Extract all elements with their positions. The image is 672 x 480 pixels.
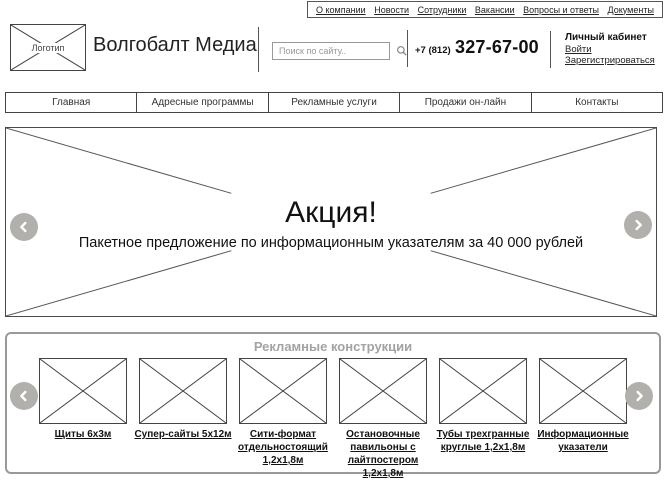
tile-image-placeholder xyxy=(239,358,327,424)
header-divider-1 xyxy=(258,27,259,72)
search-button[interactable] xyxy=(396,43,408,59)
nav-item-home[interactable]: Главная xyxy=(52,97,91,108)
site-search xyxy=(272,42,407,60)
promo-banner: Акция! Пакетное предложение по информаци… xyxy=(5,127,657,317)
banner-subtitle: Пакетное предложение по информационным у… xyxy=(78,235,584,251)
constructions-prev-button[interactable] xyxy=(10,382,38,410)
site-title: Волгобалт Медиа xyxy=(93,34,257,56)
placeholder-x-icon xyxy=(440,359,526,423)
register-link[interactable]: Зарегистрироваться xyxy=(565,55,655,66)
tile-supersites: Супер-сайты 5х12м xyxy=(133,358,233,480)
placeholder-x-icon xyxy=(340,359,426,423)
tile-billboards: Щиты 6х3м xyxy=(33,358,133,480)
tile-pavilions: Остановочные павильоны с лайтпостером 1,… xyxy=(333,358,433,480)
banner-prev-button[interactable] xyxy=(10,213,38,241)
placeholder-x-icon xyxy=(240,359,326,423)
logo-placeholder: Логотип xyxy=(10,24,86,71)
top-utility-bar: О компании Новости Сотрудники Вакансии В… xyxy=(307,1,663,18)
nav-item-programs[interactable]: Адресные программы xyxy=(136,93,267,112)
tile-link-cityformat[interactable]: Сити-формат отдельностоящий 1,2х1,8м xyxy=(238,429,328,466)
constructions-title: Рекламные конструкции xyxy=(253,339,413,354)
chevron-right-icon xyxy=(636,390,643,402)
constructions-tiles: Щиты 6х3м Супер-сайты 5х12м xyxy=(7,358,659,480)
topbar-link-news[interactable]: Новости xyxy=(374,4,410,15)
header-divider-2 xyxy=(407,30,408,67)
chevron-right-icon xyxy=(635,219,642,231)
tile-tubes: Тубы трехгранные круглые 1,2х1,8м xyxy=(433,358,533,480)
tile-link-pavilions[interactable]: Остановочные павильоны с лайтпостером 1,… xyxy=(346,429,420,479)
banner-next-button[interactable] xyxy=(624,211,652,239)
banner-placeholder-x-icon xyxy=(6,128,656,316)
tile-image-placeholder xyxy=(539,358,627,424)
tile-image-placeholder xyxy=(39,358,127,424)
tile-image-placeholder xyxy=(339,358,427,424)
topbar-link-vacancies[interactable]: Вакансии xyxy=(474,4,515,15)
tile-link-billboards[interactable]: Щиты 6х3м xyxy=(54,429,112,440)
constructions-next-button[interactable] xyxy=(625,382,653,410)
tile-cityformat: Сити-формат отдельностоящий 1,2х1,8м xyxy=(233,358,333,480)
placeholder-x-icon xyxy=(540,359,626,423)
header-divider-3 xyxy=(550,31,551,68)
phone-number: 327-67-00 xyxy=(455,37,539,57)
topbar-link-documents[interactable]: Документы xyxy=(607,4,654,15)
topbar-link-staff[interactable]: Сотрудники xyxy=(417,4,467,15)
phone-area-code: +7 (812) xyxy=(415,45,451,56)
tile-image-placeholder xyxy=(139,358,227,424)
tile-link-tubes[interactable]: Тубы трехгранные круглые 1,2х1,8м xyxy=(436,429,530,453)
nav-item-services[interactable]: Рекламные услуги xyxy=(267,93,399,112)
placeholder-x-icon xyxy=(40,359,126,423)
search-input[interactable] xyxy=(273,46,396,56)
banner-title: Акция! xyxy=(285,196,377,229)
tile-image-placeholder xyxy=(439,358,527,424)
chevron-left-icon xyxy=(20,221,27,233)
search-icon xyxy=(397,46,407,56)
placeholder-x-icon xyxy=(140,359,226,423)
tile-link-supersites[interactable]: Супер-сайты 5х12м xyxy=(134,429,232,440)
account-title: Личный кабинет xyxy=(565,32,647,43)
topbar-link-faq[interactable]: Вопросы и ответы xyxy=(523,4,599,15)
login-link[interactable]: Войти xyxy=(565,44,592,55)
chevron-left-icon xyxy=(20,390,27,402)
main-nav: Главная Адресные программы Рекламные усл… xyxy=(5,92,663,113)
constructions-section: Рекламные конструкции Щиты 6х3м xyxy=(5,332,661,479)
nav-item-contacts[interactable]: Контакты xyxy=(530,93,662,112)
tile-signs: Информационные указатели xyxy=(533,358,633,480)
tile-link-signs[interactable]: Информационные указатели xyxy=(537,429,629,453)
logo-label: Логотип xyxy=(27,42,69,53)
nav-item-online[interactable]: Продажи он-лайн xyxy=(399,93,530,112)
banner-content: Акция! Пакетное предложение по информаци… xyxy=(6,196,656,252)
topbar-link-company[interactable]: О компании xyxy=(316,4,366,15)
